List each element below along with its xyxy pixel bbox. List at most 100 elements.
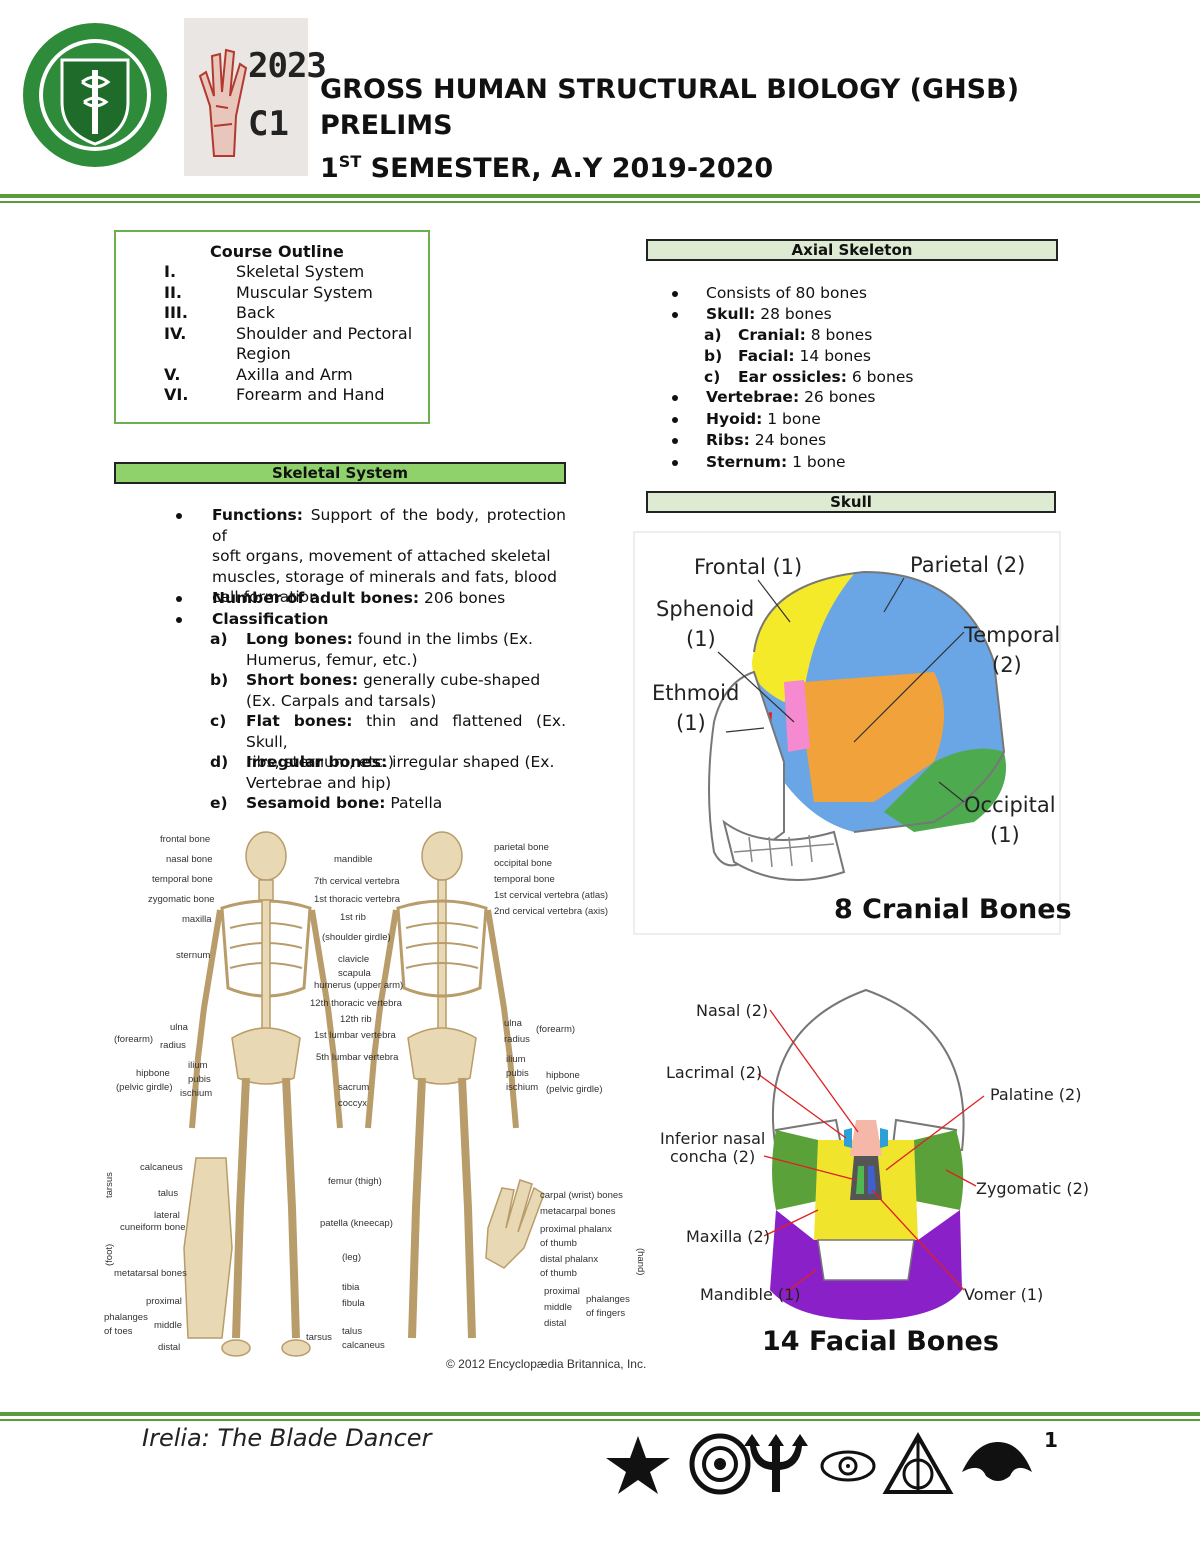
skull-label: Skull: xyxy=(706,305,756,323)
skeleton-label: temporal bone xyxy=(494,874,555,885)
functions-item: Functions: Support of the body, protecti… xyxy=(212,505,566,608)
hand-drawing-icon xyxy=(198,48,248,157)
class-item: Flat bones: thin and flattened (Ex. Skul… xyxy=(246,711,566,773)
axial-item-value: 26 bones xyxy=(799,388,876,406)
class-letter: b) xyxy=(210,671,229,689)
axial-item: Vertebrae: 26 bones xyxy=(706,387,875,408)
skull-part-letter: b) xyxy=(704,346,723,365)
skeleton-label: coccyx xyxy=(338,1098,367,1109)
skull-count: Skull: 28 bones xyxy=(706,304,832,325)
skeleton-label: hipbone xyxy=(136,1068,170,1079)
class-desc-cont: (Ex. Carpals and tarsals) xyxy=(246,691,437,710)
spiral-eye-icon xyxy=(820,1450,876,1482)
skeleton-label: proximal xyxy=(544,1286,580,1297)
zygomatic-label: Zygomatic (2) xyxy=(976,1179,1089,1198)
outline-text: Muscular System xyxy=(236,282,373,302)
skull-part-letter: a) xyxy=(704,326,722,344)
star-icon xyxy=(606,1436,670,1494)
outline-text: Region xyxy=(236,344,291,363)
class-desc: thin and flattened (Ex. Skull, xyxy=(246,712,566,751)
class-desc-cont: Humerus, femur, etc.) xyxy=(246,650,418,669)
class-letter: e) xyxy=(210,794,228,812)
skeleton-label: tibia xyxy=(342,1282,360,1293)
skeleton-label: metacarpal bones xyxy=(540,1206,616,1217)
title-line-2: PRELIMS xyxy=(320,110,453,141)
skeleton-label: calcaneus xyxy=(342,1340,385,1351)
outline-number: I. xyxy=(164,262,177,281)
cranial-bones-caption: 8 Cranial Bones xyxy=(834,894,1072,925)
inferior-concha-label: Inferior nasal xyxy=(660,1129,765,1148)
class-item: Irregular bones: irregular shaped (Ex.Ve… xyxy=(246,752,566,793)
skeleton-label: scapula xyxy=(338,968,371,979)
outline-text: Skeletal System xyxy=(236,262,365,281)
facial-pointer-lines xyxy=(757,1009,985,1293)
skeleton-label: distal xyxy=(544,1318,566,1329)
skull-part-item: Facial: 14 bones xyxy=(738,346,871,367)
semester-number: 1 xyxy=(320,153,339,184)
functions-line-3: muscles, storage of minerals and fats, b… xyxy=(212,567,557,586)
skeleton-label: phalanges xyxy=(104,1312,148,1323)
badge-year: 2023 xyxy=(248,46,327,86)
axial-item-value: 1 bone xyxy=(762,409,821,428)
foot-detail xyxy=(183,1157,233,1339)
skeleton-label: radius xyxy=(160,1040,186,1051)
skeleton-label: (pelvic girdle) xyxy=(546,1084,603,1095)
footer-rule xyxy=(0,1412,1200,1416)
class-label: Flat bones: xyxy=(246,712,353,730)
skeleton-label: fibula xyxy=(342,1298,365,1309)
class-desc: Patella xyxy=(385,794,443,812)
skeleton-label: 2nd cervical vertebra (axis) xyxy=(494,906,608,917)
axial-item-label: Vertebrae: xyxy=(706,388,800,406)
functions-label: Functions: xyxy=(212,506,303,524)
skeleton-label: middle xyxy=(154,1320,182,1331)
outline-text: Forearm and Hand xyxy=(236,385,385,404)
skeleton-label: cuneiform bone xyxy=(120,1222,185,1233)
title-line-1: GROSS HUMAN STRUCTURAL BIOLOGY (GHSB) xyxy=(320,74,1020,105)
skeleton-label: temporal bone xyxy=(152,874,213,885)
axial-item: Ribs: 24 bones xyxy=(706,430,826,451)
skeleton-label: (foot) xyxy=(104,1244,115,1266)
axial-skeleton-list: Consists of 80 bones Skull: 28 bones a)C… xyxy=(672,283,1062,473)
trident-icon xyxy=(744,1434,808,1492)
frontal-label: Frontal (1) xyxy=(694,555,802,579)
outline-number: V. xyxy=(164,364,181,384)
semester-suffix: ST xyxy=(338,152,362,171)
outline-text: Axilla and Arm xyxy=(236,364,353,384)
bullet xyxy=(672,459,678,466)
badge-code: C1 xyxy=(248,104,289,144)
bullet xyxy=(672,312,678,318)
skeleton-label: 7th cervical vertebra xyxy=(314,876,400,887)
mandible-label: Mandible (1) xyxy=(700,1285,801,1304)
skeleton-label: talus xyxy=(342,1326,362,1337)
skull-part-label: Facial: xyxy=(738,346,795,365)
skeletal-system-list: Functions: Support of the body, protecti… xyxy=(174,505,566,815)
skull-part-value: 14 bones xyxy=(794,346,871,365)
skeleton-label: (pelvic girdle) xyxy=(116,1082,173,1093)
skeleton-label: patella (kneecap) xyxy=(320,1218,393,1229)
bullet xyxy=(672,416,678,423)
skeleton-label: zygomatic bone xyxy=(148,894,215,905)
skeleton-label: ilium xyxy=(188,1060,208,1071)
skeleton-label: humerus (upper arm) xyxy=(314,980,403,991)
class-item: Long bones: found in the limbs (Ex.Humer… xyxy=(246,629,566,670)
sphenoid-count: (1) xyxy=(686,627,716,651)
lacrimal-label: Lacrimal (2) xyxy=(666,1063,762,1082)
functions-line-1: Support of the body, protection of xyxy=(212,506,566,545)
skeleton-label: phalanges xyxy=(586,1294,630,1305)
outline-number: III. xyxy=(164,303,188,322)
occipital-label: Occipital xyxy=(964,793,1056,817)
skeleton-label: pubis xyxy=(188,1074,211,1085)
title-line-3: 1ST SEMESTER, A.Y 2019-2020 xyxy=(320,144,1019,187)
parietal-label: Parietal (2) xyxy=(910,553,1025,577)
class-desc-cont: Vertebrae and hip) xyxy=(246,773,392,792)
skeleton-label: pubis xyxy=(506,1068,529,1079)
skeleton-label: metatarsal bones xyxy=(114,1268,187,1279)
semester-text: SEMESTER, A.Y 2019-2020 xyxy=(361,153,774,184)
skeleton-label: of thumb xyxy=(540,1268,577,1279)
skeleton-label: lateral xyxy=(154,1210,180,1221)
skull-part-item: Ear ossicles: 6 bones xyxy=(738,367,913,388)
skull-value: 28 bones xyxy=(755,305,832,323)
skeleton-label: distal xyxy=(158,1342,180,1353)
